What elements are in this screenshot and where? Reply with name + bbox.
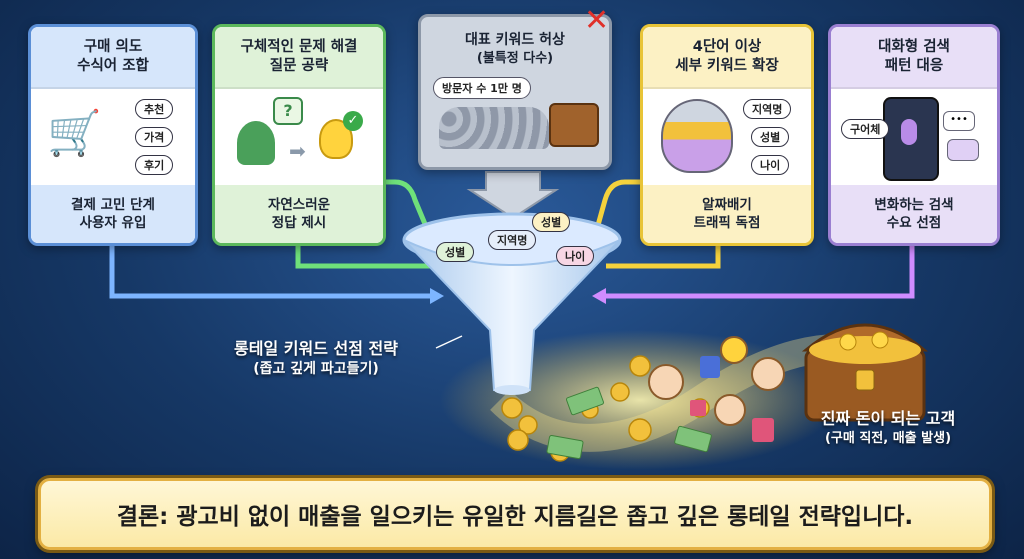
card-foot-line2: 트래픽 독점: [693, 215, 761, 231]
card-foot-line1: 변화하는 검색: [874, 196, 954, 213]
person-icon: [237, 121, 275, 165]
tag-recommend: 추천: [135, 99, 174, 119]
center-title-line2: (불특정 다수): [476, 50, 554, 66]
wallet-icon: [549, 103, 599, 147]
visitors-badge: 방문자 수 1만 명: [433, 77, 531, 99]
card-detail-keywords: 4단어 이상 세부 키워드 확장 지역명 성별 나이 알짜배기 트래픽 독점: [640, 24, 814, 246]
card-footer: 변화하는 검색 수요 선점: [831, 185, 997, 243]
card-title-line2: 수식어 조합: [77, 58, 149, 74]
card-foot-line1: 알짜배기: [702, 196, 752, 213]
card-header: 구매 의도 수식어 조합: [31, 27, 195, 89]
card-footer: 자연스러운 정답 제시: [215, 185, 383, 243]
blue-connector: [109, 242, 433, 299]
card-conversational-search: 대화형 검색 패턴 대응 구어체 ••• 변화하는 검색 수요 선점: [828, 24, 1000, 246]
card-illustration: ? ➡ ✓: [215, 89, 383, 183]
strategy-line2: (좁고 깊게 파고들기): [253, 361, 379, 378]
tag-price: 가격: [135, 127, 174, 147]
funnel-tag-gender: 성별: [436, 242, 475, 262]
card-header: 대화형 검색 패턴 대응: [831, 27, 997, 89]
card-title-line1: 구매 의도: [83, 39, 143, 56]
card-foot-line2: 수요 선점: [886, 215, 942, 231]
card-title-line2: 질문 공략: [269, 58, 329, 74]
microphone-icon: [901, 119, 917, 145]
close-x-icon: ✕: [584, 3, 610, 38]
treasure-chest: [801, 323, 929, 422]
filter-sieve-icon: [661, 99, 733, 173]
customer-line2: (구매 직전, 매출 발생): [824, 431, 952, 447]
customer-label: 진짜 돈이 되는 고객 (구매 직전, 매출 발생): [780, 408, 996, 449]
green-connector: [295, 245, 440, 269]
card-illustration: 지역명 성별 나이: [643, 89, 811, 183]
card-title-line1: 구체적인 문제 해결: [240, 39, 358, 56]
card-illustration: 🛒 추천 가격 후기: [31, 89, 195, 183]
card-footer: 결제 고민 단계 사용자 유입: [31, 185, 195, 243]
purple-connector: [604, 245, 915, 299]
conclusion-text: 결론: 광고비 없이 매출을 일으키는 유일한 지름길은 좁고 깊은 롱테일 전…: [116, 504, 914, 530]
tag-colloquial: 구어체: [841, 119, 890, 139]
card-footer: 알짜배기 트래픽 독점: [643, 185, 811, 243]
strategy-line1: 롱테일 키워드 선점 전략: [234, 339, 398, 358]
card-illustration: 구어체 •••: [831, 89, 997, 183]
card-foot-line2: 정답 제시: [271, 215, 327, 231]
funnel-tag-age: 나이: [556, 246, 595, 266]
crowd-icon: [439, 107, 549, 149]
card-foot-line1: 결제 고민 단계: [71, 196, 155, 213]
tag-age: 나이: [751, 155, 790, 175]
cart-icon: 🛒: [47, 108, 102, 159]
funnel-tag-gender-2: 성별: [532, 212, 571, 232]
question-bubble-icon: ?: [273, 97, 303, 125]
strategy-label: 롱테일 키워드 선점 전략 (좁고 깊게 파고들기): [196, 338, 436, 380]
check-icon: ✓: [343, 111, 363, 131]
chat-bubble-icon: [947, 139, 979, 161]
arrow-right-icon: ➡: [289, 139, 306, 163]
conclusion-banner: 결론: 광고비 없이 매출을 일으키는 유일한 지름길은 좁고 깊은 롱테일 전…: [38, 478, 992, 550]
tag-region: 지역명: [743, 99, 792, 119]
center-title: 대표 키워드 허상 (불특정 다수): [421, 31, 609, 67]
customer-line1: 진짜 돈이 되는 고객: [820, 409, 956, 428]
chat-bubble-icon: •••: [943, 111, 975, 131]
card-title-line1: 4단어 이상: [692, 39, 762, 56]
center-title-line1: 대표 키워드 허상: [465, 32, 565, 48]
card-purchase-intent: 구매 의도 수식어 조합 🛒 추천 가격 후기 결제 고민 단계 사용자 유입: [28, 24, 198, 246]
card-question-solving: 구체적인 문제 해결 질문 공략 ? ➡ ✓ 자연스러운 정답 제시: [212, 24, 386, 246]
card-title-line2: 패턴 대응: [884, 58, 944, 74]
down-arrow: [466, 171, 560, 220]
card-title-line2: 세부 키워드 확장: [675, 58, 779, 74]
card-title-line1: 대화형 검색: [878, 39, 950, 56]
yellow-connector: [606, 245, 721, 269]
tag-review: 후기: [135, 155, 174, 175]
card-foot-line2: 사용자 유입: [79, 215, 147, 231]
card-foot-line1: 자연스러운: [267, 196, 331, 213]
card-head-keyword-illusion: 대표 키워드 허상 (불특정 다수) 방문자 수 1만 명: [418, 14, 612, 170]
funnel-tag-region: 지역명: [488, 230, 537, 250]
tag-gender: 성별: [751, 127, 790, 147]
card-header: 구체적인 문제 해결 질문 공략: [215, 27, 383, 89]
card-header: 4단어 이상 세부 키워드 확장: [643, 27, 811, 89]
